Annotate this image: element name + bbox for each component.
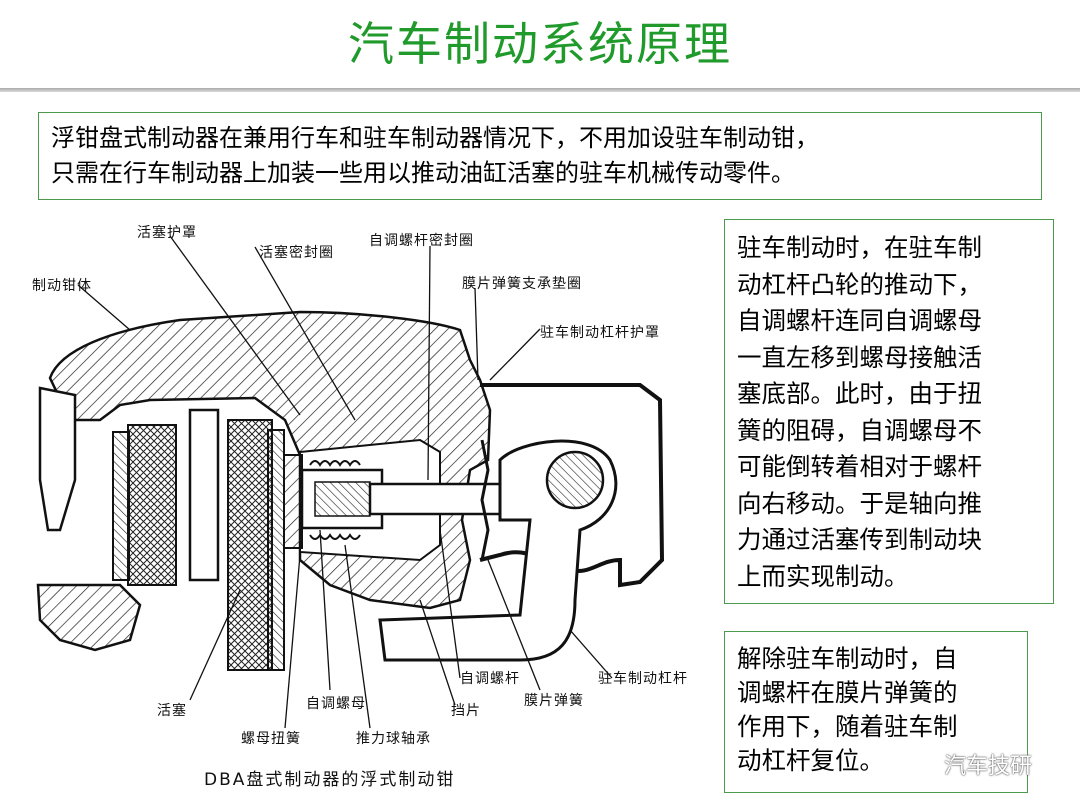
adjust-nut-core bbox=[314, 481, 371, 517]
title-divider bbox=[0, 88, 1080, 92]
apply-line-4: 一直左移到螺母接触活 bbox=[737, 342, 982, 372]
apply-line-7: 可能倒转着相对于螺杆 bbox=[737, 452, 982, 481]
label-nut-torsion-spring: 螺母扭簧 bbox=[241, 731, 301, 747]
outer-brake-pad bbox=[127, 424, 177, 586]
apply-line-3: 自调螺杆连同自调螺母 bbox=[737, 306, 982, 335]
apply-line-9: 力通过活塞传到制动块 bbox=[737, 525, 982, 554]
caliper-diagram bbox=[36, 235, 665, 729]
page-title: 汽车制动系统原理 bbox=[348, 17, 732, 71]
apply-line-5: 塞底部。此时，由于扭 bbox=[737, 379, 982, 408]
watermark-text: 汽车技研 bbox=[944, 754, 1033, 779]
adjust-screw-shape bbox=[368, 482, 502, 516]
label-lever-boot: 驻车制动杠杆护罩 bbox=[540, 325, 660, 341]
apply-line-1: 驻车制动时，在驻车制 bbox=[737, 233, 982, 262]
apply-line-10: 上而实现制动。 bbox=[737, 561, 909, 591]
label-adjust-screw: 自调螺杆 bbox=[460, 671, 520, 687]
parking-brake-release-box: 解除驻车制动时，自 调螺杆在膜片弹簧的 作用下，随着驻车制 动杠杆复位。 bbox=[724, 631, 1028, 793]
diagram-caption: DBA盘式制动器的浮式制动钳 bbox=[204, 770, 456, 790]
piston-shape bbox=[283, 454, 303, 549]
label-piston-boot: 活塞护罩 bbox=[137, 225, 197, 241]
release-line-2: 调螺杆在膜片弹簧的 bbox=[737, 678, 958, 707]
diaphragm-spring-shape bbox=[480, 439, 490, 561]
label-caliper-body: 制动钳体 bbox=[32, 278, 92, 294]
label-piston: 活塞 bbox=[157, 703, 187, 719]
brake-disc bbox=[188, 408, 220, 582]
label-screw-seal: 自调螺杆密封圈 bbox=[369, 233, 474, 249]
label-diaphragm-spring: 膜片弹簧 bbox=[524, 693, 584, 709]
apply-line-2: 动杠杆凸轮的推动下， bbox=[737, 269, 982, 299]
intro-line-1: 浮钳盘式制动器在兼用行车和驻车制动器情况下，不用加设驻车制动钳， bbox=[51, 124, 819, 152]
label-adjust-nut: 自调螺母 bbox=[306, 696, 366, 712]
release-line-3: 作用下，随着驻车制 bbox=[737, 712, 958, 741]
release-line-1: 解除驻车制动时，自 bbox=[737, 644, 958, 673]
label-stop-plate: 挡片 bbox=[451, 703, 481, 719]
label-thrust-bearing: 推力球轴承 bbox=[356, 731, 431, 747]
leader-lines bbox=[77, 235, 613, 729]
outer-pad-backing bbox=[112, 431, 130, 581]
parking-brake-apply-box: 驻车制动时，在驻车制 动杠杆凸轮的推动下， 自调螺杆连同自调螺母 一直左移到螺母… bbox=[724, 219, 1054, 604]
intro-text-box: 浮钳盘式制动器在兼用行车和驻车制动器情况下，不用加设驻车制动钳， 只需在行车制动… bbox=[38, 112, 1042, 200]
watermark: 汽车技研 bbox=[908, 748, 1032, 780]
wechat-icon bbox=[909, 753, 936, 775]
label-piston-seal: 活塞密封圈 bbox=[259, 245, 334, 261]
apply-line-6: 簧的阻碍，自调螺母不 bbox=[737, 415, 982, 445]
label-spring-washer: 膜片弹簧支承垫圈 bbox=[462, 276, 582, 292]
lower-caliper-section bbox=[36, 583, 142, 652]
mount-arm bbox=[38, 386, 77, 532]
inner-brake-pad bbox=[227, 419, 273, 671]
release-line-4: 动杠杆复位。 bbox=[737, 746, 884, 775]
intro-line-2: 只需在行车制动器上加装一些用以推动油缸活塞的驻车机械传动零件。 bbox=[51, 159, 795, 187]
label-parking-lever: 驻车制动杠杆 bbox=[598, 671, 688, 687]
inner-pad-backing bbox=[267, 429, 285, 671]
torsion-spring-coils bbox=[309, 460, 361, 540]
lever-cam bbox=[545, 450, 605, 510]
apply-line-8: 向右移动。于是轴向推 bbox=[737, 488, 982, 518]
